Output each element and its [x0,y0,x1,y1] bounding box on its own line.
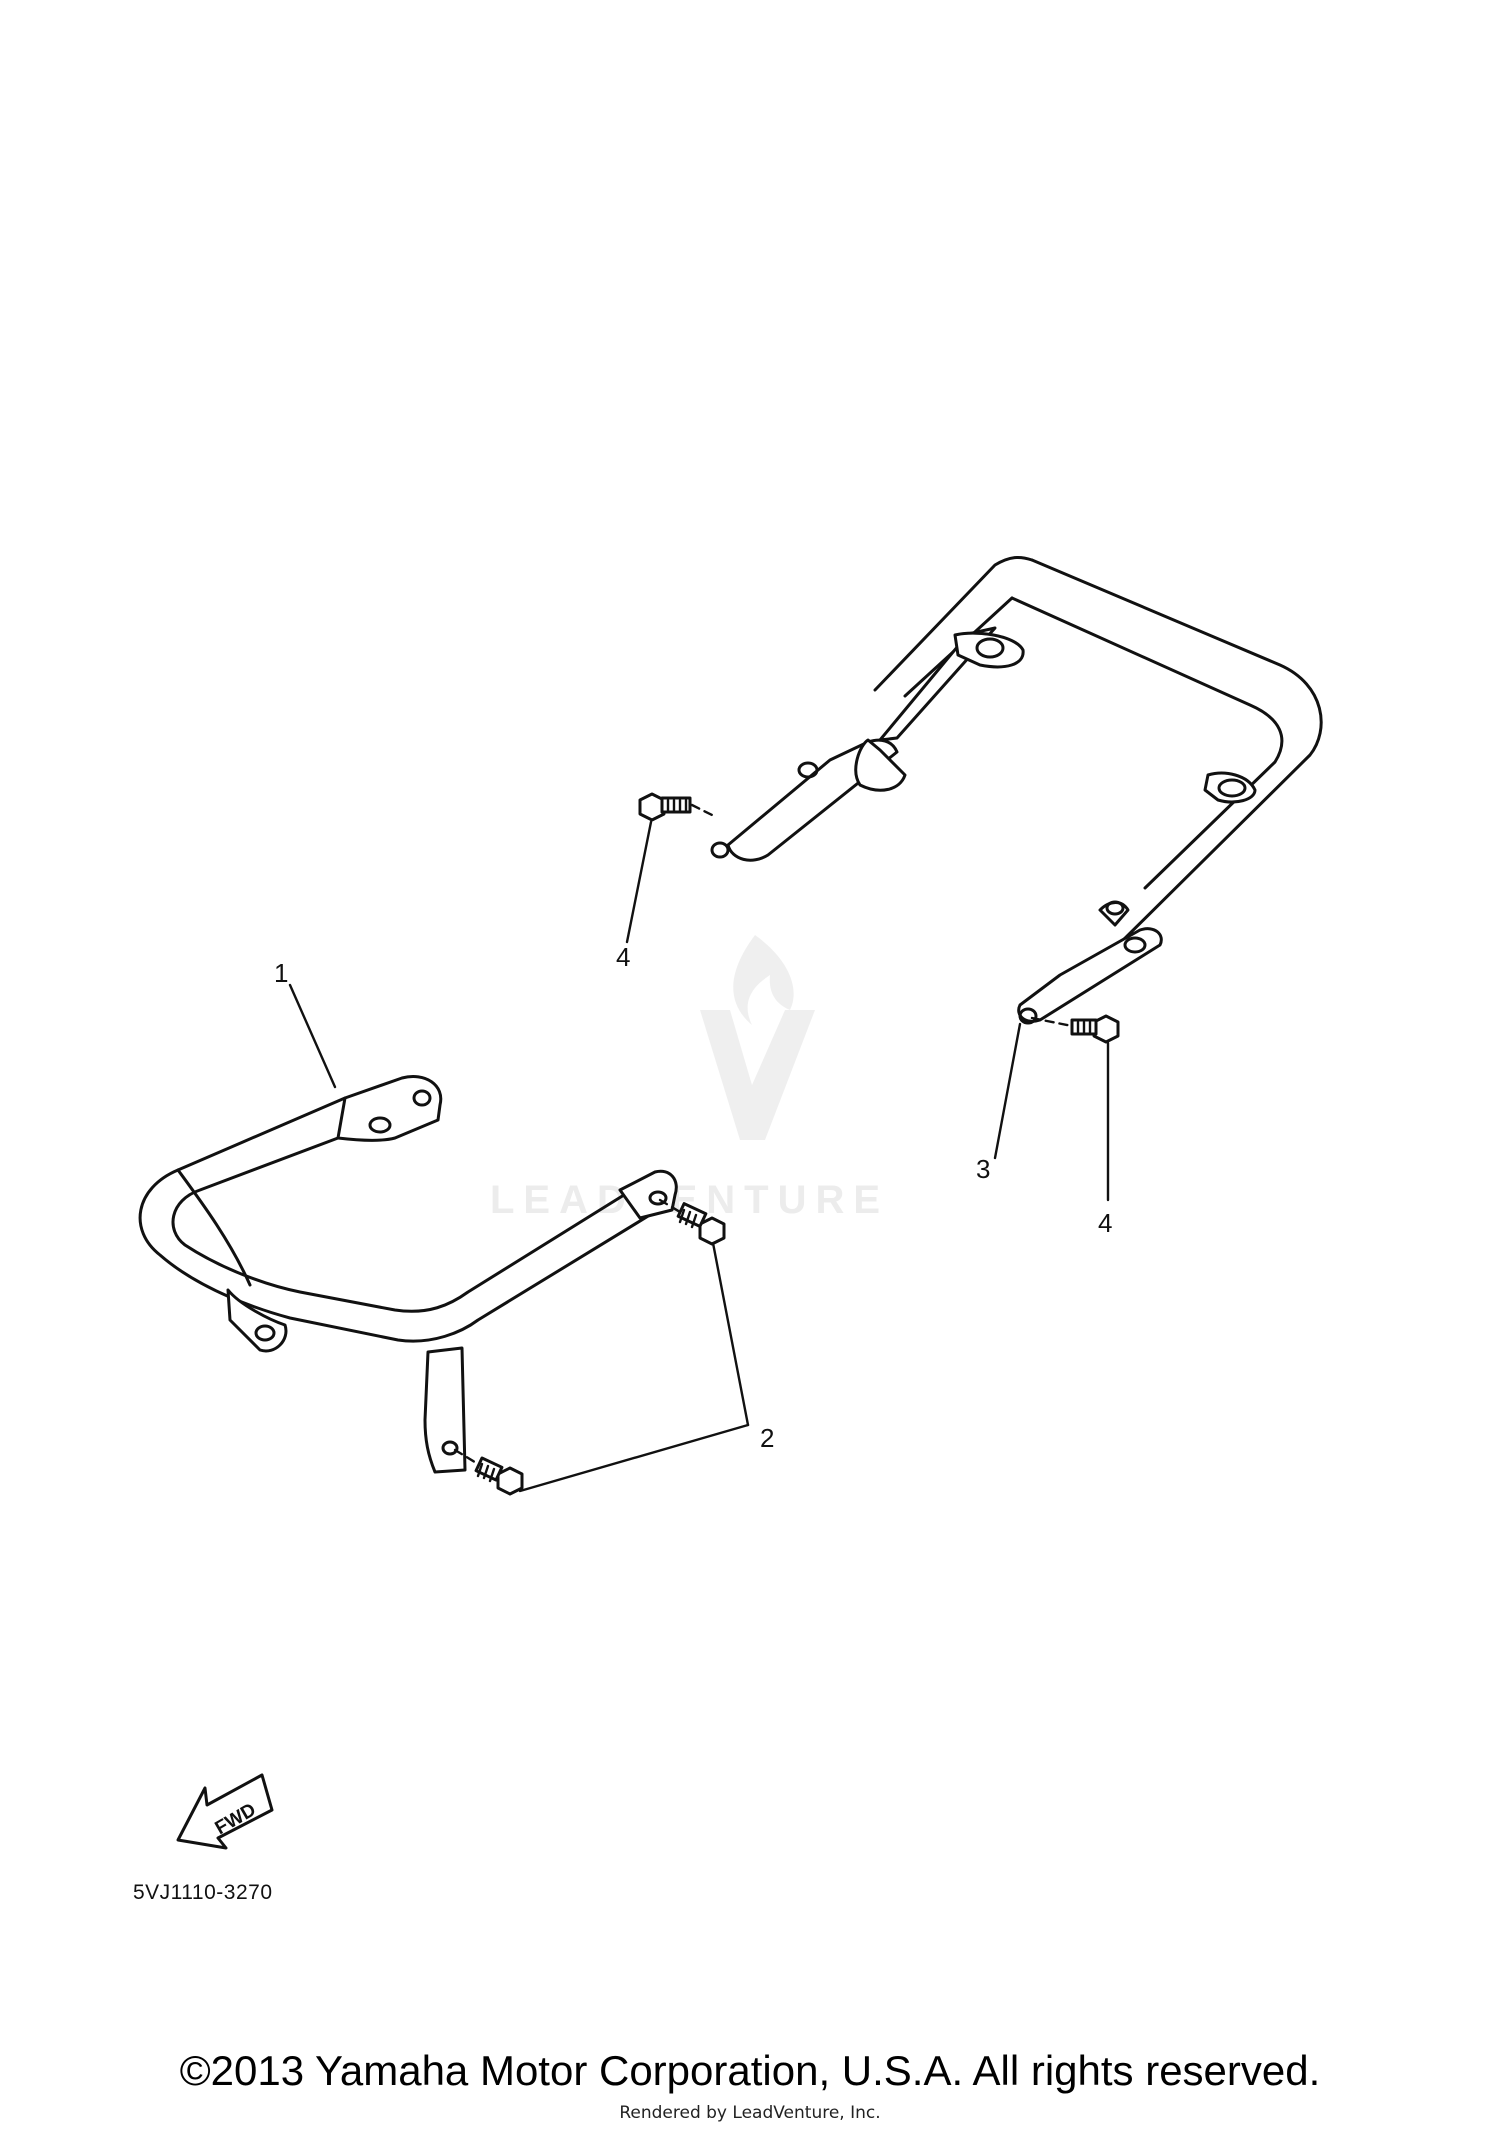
leader-dash-lower-left [453,1448,480,1466]
fwd-arrow-icon: FWD [176,1773,274,1850]
front-bar-part-1 [138,1075,678,1474]
callout-1: 1 [274,958,288,988]
bolt-part-2-upper [676,1202,726,1246]
leader-dash-upper-left [658,1198,682,1214]
rear-bar-part-3 [710,555,1323,1025]
leader-line-3 [993,1022,1022,1160]
diagram-code: 5VJ1110-3270 [133,1881,273,1904]
leader-line-2a [711,1241,750,1427]
leader-dash-upper [690,803,714,817]
callout-4-upper: 4 [616,942,630,972]
callout-2: 2 [760,1423,774,1453]
copyright-notice: ©2013 Yamaha Motor Corporation, U.S.A. A… [179,2047,1321,2094]
leader-dash-lower-right [1030,1016,1074,1028]
bolt-part-2-lower [474,1456,524,1496]
watermark-logo [700,935,815,1140]
callout-3: 3 [976,1154,990,1184]
callout-4-lower: 4 [1098,1208,1112,1238]
leader-line-1 [288,983,337,1089]
bolt-part-4-upper [638,792,692,822]
bolt-part-4-lower [1070,1014,1120,1044]
leader-line-2b [518,1423,750,1493]
rendered-by-note: Rendered by LeadVenture, Inc. [619,2103,881,2123]
leader-line-4-upper [625,820,653,944]
